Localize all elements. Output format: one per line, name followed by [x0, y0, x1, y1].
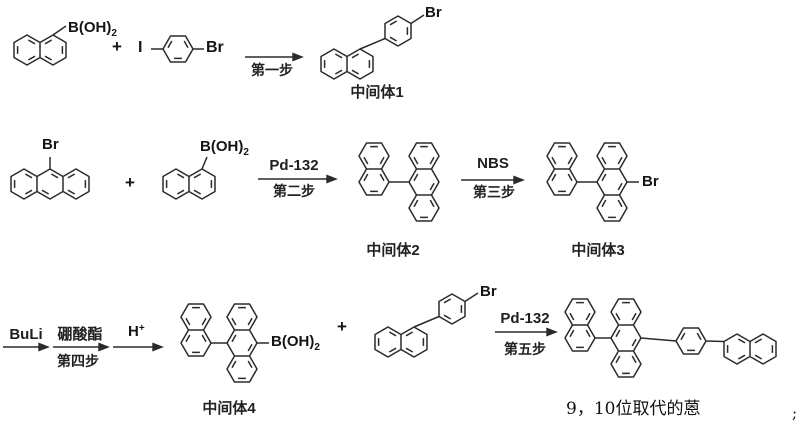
iodine-label: I: [138, 39, 143, 56]
step3-arrow: [461, 175, 525, 185]
pd132-step2-label: Pd-132: [269, 157, 319, 174]
molecule-intermediate-2-naphthyl-anthracene: [358, 142, 440, 222]
intermediate1-caption: 中间体1: [350, 84, 404, 101]
borate-ester-label: 硼酸酯: [57, 326, 103, 343]
row1-plus-sign: +: [112, 37, 122, 56]
step4-borate-arrow: [53, 342, 110, 352]
molecule-bromophenyl-naphthalene-reactant: [374, 292, 479, 358]
molecule-naphthalene-1-boronic-acid: [162, 156, 216, 200]
step2-arrow: [258, 174, 338, 184]
h-plus-label: H+: [128, 323, 145, 340]
final-product-caption: 9，10位取代的蒽: [566, 399, 701, 419]
intermediate3-bromide-label: Br: [642, 173, 659, 190]
molecule-naphthalene-2-boronic-acid: [13, 25, 67, 66]
step-1-label: 第一步: [251, 62, 293, 78]
row1-boronic-acid-label: B(OH)2: [68, 19, 117, 39]
intermediate4-boronic-acid-label: B(OH)2: [271, 333, 320, 353]
step-2-label: 第二步: [273, 183, 315, 199]
step4-hplus-arrow: [113, 342, 164, 352]
row2-boronic-acid-label: B(OH)2: [200, 138, 249, 158]
row1-bromide-label: Br: [206, 39, 224, 56]
intermediate3-caption: 中间体3: [571, 242, 625, 259]
intermediate4-caption: 中间体4: [202, 400, 256, 417]
nbs-label: NBS: [477, 155, 509, 172]
step-3-label: 第三步: [473, 184, 515, 200]
molecule-intermediate-1-bromophenyl-naphthalene: [320, 14, 425, 80]
pd132-step5-label: Pd-132: [500, 310, 550, 327]
anthracene-bromide-label: Br: [42, 136, 59, 153]
molecule-1-bromo-4-iodobenzene: [151, 35, 204, 63]
row2-plus-sign: +: [125, 173, 135, 192]
step-4-label: 第四步: [57, 353, 99, 369]
step-5-label: 第五步: [504, 341, 546, 357]
intermediate1-bromide-label: Br: [425, 4, 442, 21]
molecule-final-product-9-10-substituted-anthracene: [564, 298, 777, 378]
molecule-intermediate-4-boronic-acid-anthracene: [180, 303, 269, 383]
step4-buli-arrow: [3, 342, 50, 352]
molecule-9-bromoanthracene: [10, 157, 90, 200]
row3-reactant-bromide-label: Br: [480, 283, 497, 300]
molecule-intermediate-3-bromo-naphthyl-anthracene: [546, 142, 639, 222]
trailing-semicolon: ;: [792, 404, 798, 422]
intermediate2-caption: 中间体2: [366, 242, 420, 259]
step5-arrow: [495, 327, 558, 337]
buli-label: BuLi: [9, 326, 43, 343]
row3-plus-sign: +: [337, 317, 347, 336]
step1-arrow: [245, 52, 304, 62]
